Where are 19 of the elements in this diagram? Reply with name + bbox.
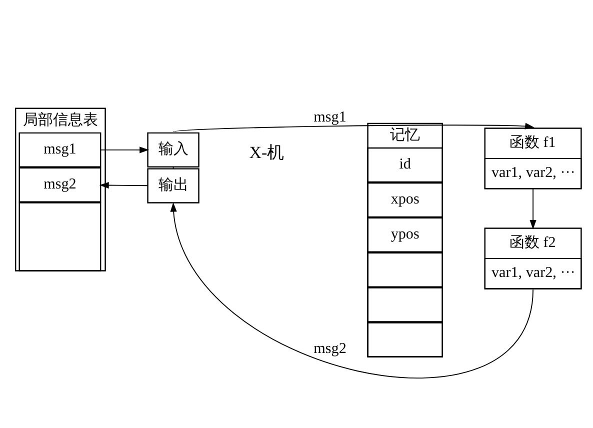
arrow bbox=[172, 122, 534, 132]
node-box: 输入 bbox=[147, 132, 200, 168]
arrow bbox=[530, 188, 536, 229]
node-box bbox=[367, 322, 443, 357]
node-box bbox=[367, 286, 443, 322]
node-box: xpos bbox=[367, 182, 443, 218]
node-box bbox=[18, 202, 102, 271]
arrow bbox=[170, 202, 534, 378]
edge-label: msg1 bbox=[314, 108, 346, 125]
arrow bbox=[100, 146, 150, 153]
node-box bbox=[367, 252, 443, 287]
label: X-机 bbox=[249, 142, 284, 162]
arrow bbox=[99, 181, 148, 188]
node-box: ypos bbox=[367, 216, 443, 252]
node-box: msg2 bbox=[18, 166, 102, 202]
edge-label: msg2 bbox=[314, 340, 346, 356]
node-box: id bbox=[367, 146, 443, 182]
node-box: 输出 bbox=[147, 168, 200, 203]
node-box: msg1 bbox=[18, 132, 102, 168]
